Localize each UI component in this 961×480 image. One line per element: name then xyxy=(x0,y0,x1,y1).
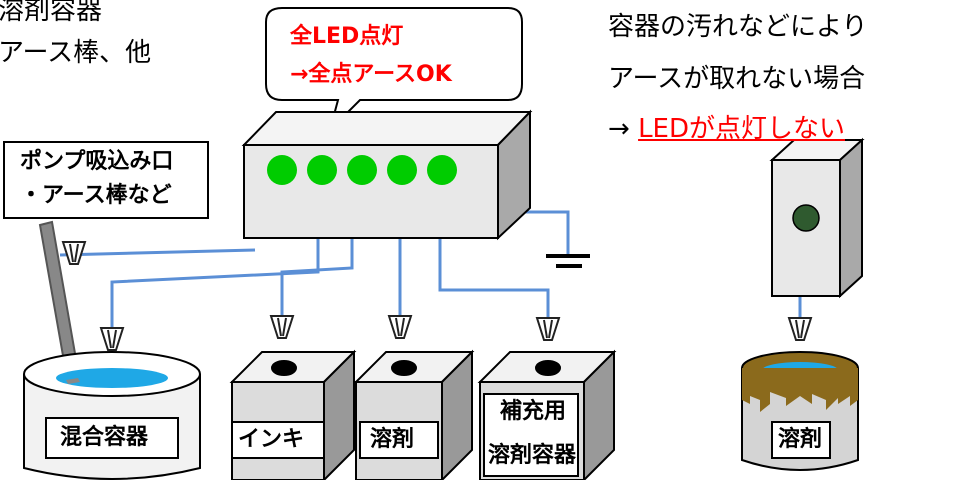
clip-mixing-icon xyxy=(100,327,124,351)
earth-ground-icon xyxy=(546,240,590,268)
clip-solvent-icon xyxy=(388,315,412,339)
top-left-text-line1: 溶剤容器 xyxy=(0,0,103,26)
small-checker-box xyxy=(769,137,865,299)
right-note-line1: 容器の汚れなどにより xyxy=(608,12,868,42)
pump-label-line1: ポンプ吸込み口 xyxy=(20,149,174,174)
right-note-line3: → LEDが点灯しない xyxy=(608,112,845,146)
refill-can-label-line2: 溶剤容器 xyxy=(488,443,577,468)
bubble-line2: →全点アースOK xyxy=(290,62,452,87)
ink-can-label: インキ xyxy=(238,427,305,452)
refill-solvent-can xyxy=(477,349,617,480)
refill-can-label-line1: 補充用 xyxy=(500,399,567,424)
clip-dirty-icon xyxy=(788,317,812,341)
clip-refill-icon xyxy=(536,317,560,341)
led-off xyxy=(792,204,820,232)
dirty-solvent-can xyxy=(741,351,859,471)
dirty-solvent-can-label: 溶剤 xyxy=(778,427,823,452)
top-left-text-line2: アース棒、他 xyxy=(0,38,152,68)
pump-label-line2: ・アース棒など xyxy=(20,183,172,208)
ink-can xyxy=(229,349,357,480)
mixing-container xyxy=(23,351,201,480)
clip-ink-icon xyxy=(270,315,294,339)
solvent-can xyxy=(353,349,475,480)
led-on-3 xyxy=(347,155,377,185)
pump-label-box xyxy=(3,141,209,219)
bubble-line1: 全LED点灯 xyxy=(290,24,404,49)
pump-rod-top xyxy=(66,378,80,384)
right-note-arrow: → xyxy=(608,114,630,144)
led-on-5 xyxy=(427,155,457,185)
led-on-4 xyxy=(387,155,417,185)
solvent-can-label: 溶剤 xyxy=(370,427,415,452)
clip-pump-icon xyxy=(62,241,86,265)
led-on-1 xyxy=(267,155,297,185)
right-note-line2: アースが取れない場合 xyxy=(608,64,866,94)
led-on-2 xyxy=(307,155,337,185)
mixing-container-label: 混合容器 xyxy=(60,425,149,450)
right-note-warning: LEDが点灯しない xyxy=(638,114,845,144)
